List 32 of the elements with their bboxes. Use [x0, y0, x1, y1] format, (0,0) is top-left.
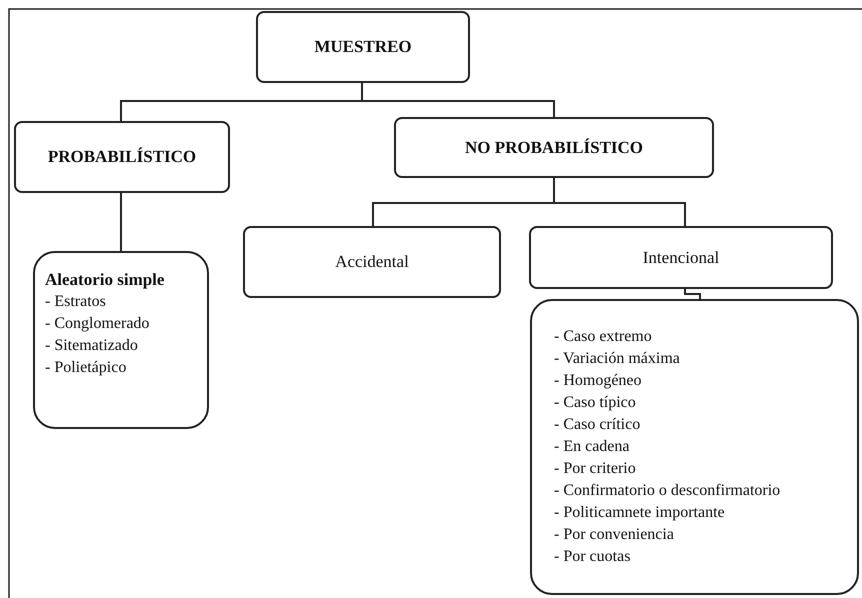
box-label: Accidental [335, 251, 409, 273]
box-label: Intencional [642, 246, 720, 268]
category-box [256, 11, 470, 83]
list-item: - Homogéneo [554, 371, 642, 391]
list-item: - Caso extremo [554, 327, 652, 347]
box-label: PROBABILÍSTICO [48, 146, 196, 168]
box-label: MUESTREO [314, 36, 412, 58]
connector-line [684, 289, 701, 299]
connector-line [361, 83, 555, 117]
category-box [14, 121, 230, 193]
list-item: - Por cuotas [554, 547, 630, 567]
connector-line [553, 178, 686, 226]
list-item: - Confirmatorio o desconfirmatorio [554, 481, 780, 501]
category-box [243, 226, 501, 298]
list-item: - Polietápico [45, 358, 126, 378]
list-heading: Aleatorio simple [45, 269, 164, 291]
list-item: - Sitematizado [45, 336, 138, 356]
list-box [33, 251, 209, 429]
category-box [529, 226, 833, 289]
category-box [394, 117, 714, 178]
list-item: - Politicamnete importante [554, 503, 725, 523]
list-item: - Por conveniencia [554, 525, 674, 545]
list-item: - Caso crítico [554, 415, 640, 435]
list-item: - En cadena [554, 437, 630, 457]
list-item: - Estratos [45, 292, 106, 312]
list-item: - Variación máxima [554, 349, 680, 369]
list-box [530, 299, 859, 595]
list-item: - Por criterio [554, 459, 636, 479]
list-item: - Caso típico [554, 393, 636, 413]
box-label: NO PROBABILÍSTICO [464, 136, 644, 158]
list-item: - Conglomerado [45, 314, 150, 334]
connector-line [120, 193, 122, 251]
